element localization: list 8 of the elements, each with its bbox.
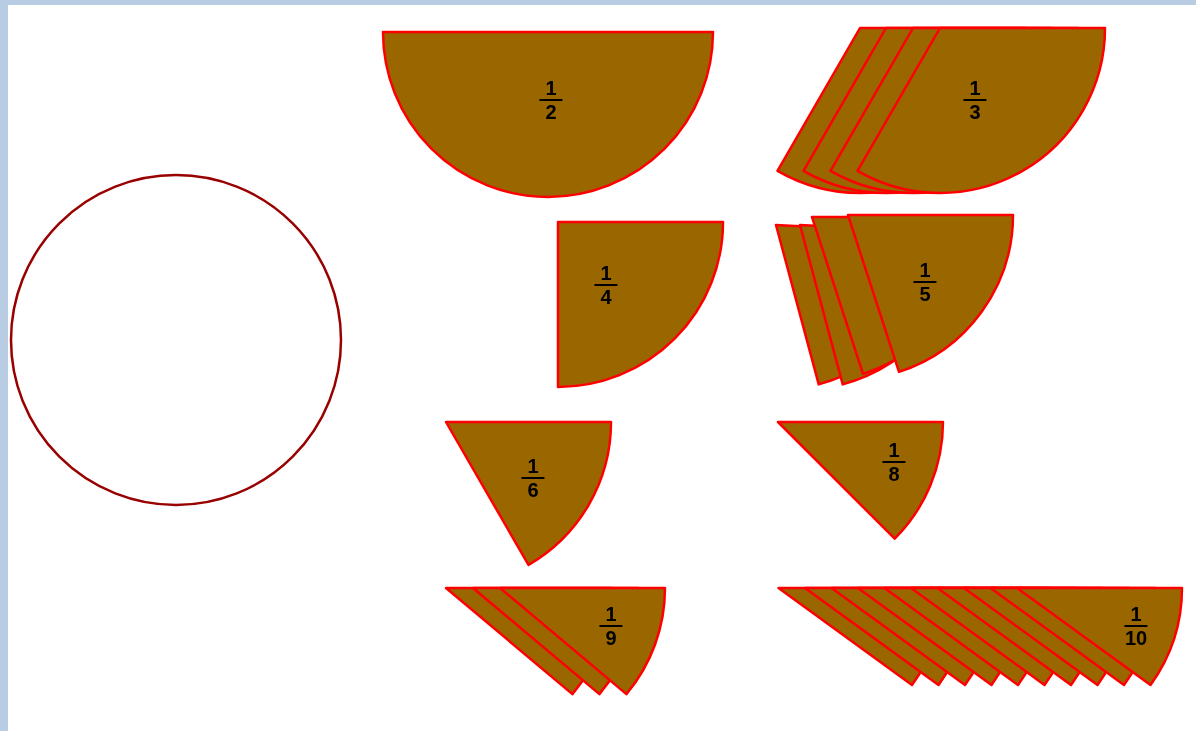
fraction-label: 1 4	[594, 262, 618, 308]
fraction-label: 1 2	[539, 77, 563, 123]
fraction-label: 1 5	[913, 259, 937, 305]
fraction-label: 1 8	[882, 439, 906, 485]
fraction-label: 1 6	[521, 455, 545, 501]
fraction-label: 1 10	[1124, 603, 1148, 649]
fraction-label: 1 3	[963, 77, 987, 123]
fraction-label: 1 9	[599, 603, 623, 649]
